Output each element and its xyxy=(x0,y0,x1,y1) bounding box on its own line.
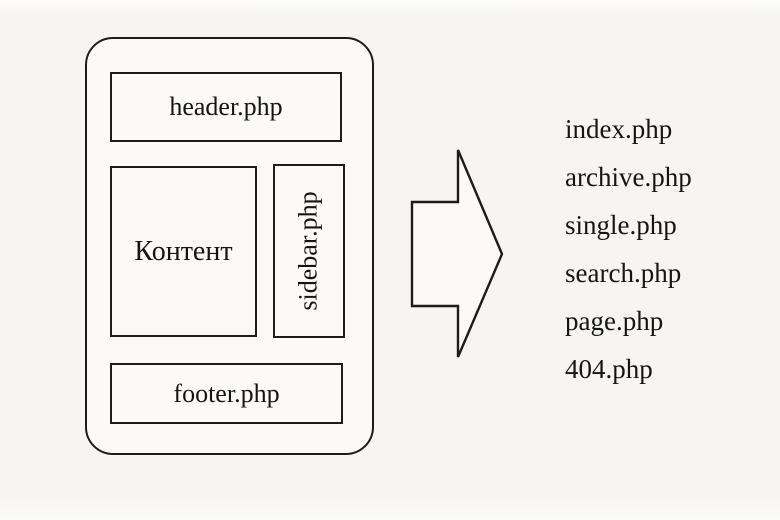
output-file-list: index.php archive.php single.php search.… xyxy=(565,105,692,393)
header-php-box: header.php xyxy=(110,72,342,142)
file-list-item: 404.php xyxy=(565,354,653,384)
footer-php-box: footer.php xyxy=(110,363,343,424)
content-label: Контент xyxy=(134,235,233,267)
file-list-item: archive.php xyxy=(565,162,692,192)
page-template-outline: header.php Контент sidebar.php footer.ph… xyxy=(85,37,374,455)
file-list-item: index.php xyxy=(565,114,673,144)
header-php-label: header.php xyxy=(169,92,283,121)
content-box: Контент xyxy=(110,166,257,337)
file-list-item: single.php xyxy=(565,210,677,240)
footer-php-label: footer.php xyxy=(173,378,280,408)
file-list-item: search.php xyxy=(565,258,682,288)
sidebar-php-box: sidebar.php xyxy=(273,164,345,338)
file-list-item: page.php xyxy=(565,306,664,336)
right-arrow-icon xyxy=(410,149,504,358)
sidebar-php-label: sidebar.php xyxy=(294,191,323,311)
